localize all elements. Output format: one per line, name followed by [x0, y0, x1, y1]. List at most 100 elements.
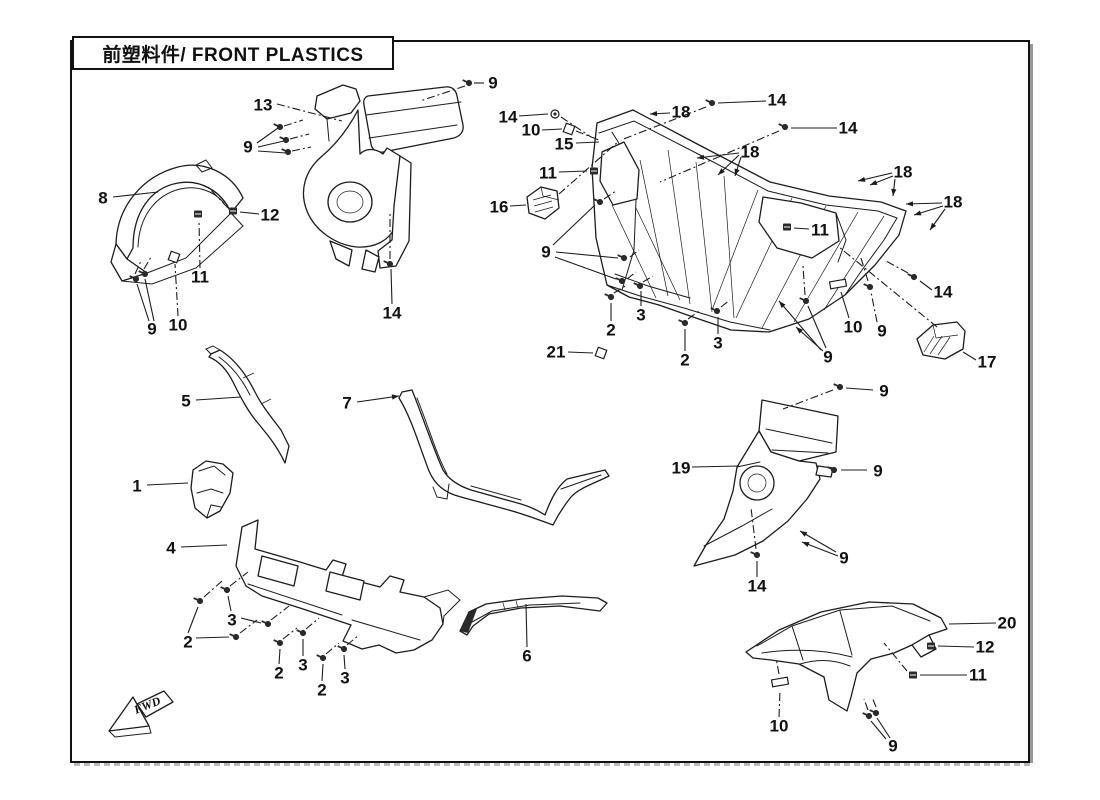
callout-label-5: 5	[181, 392, 190, 411]
leader-line	[575, 141, 600, 144]
screw-icon	[633, 282, 644, 290]
leader-line	[419, 85, 466, 102]
leader-line	[962, 351, 977, 361]
callout-label-14: 14	[748, 577, 767, 596]
callout-label-12: 12	[261, 206, 280, 225]
screw-icon	[273, 123, 284, 131]
screw-icon	[273, 639, 284, 647]
screw-icon	[710, 307, 721, 315]
border-shadow-right	[1030, 44, 1033, 763]
page-title: 前塑料件/ FRONT PLASTICS	[102, 44, 364, 66]
leader-line	[112, 191, 159, 198]
leader-line	[720, 299, 731, 308]
leader-line	[321, 663, 324, 682]
callout-label-6: 6	[522, 647, 531, 666]
screw-icon	[316, 654, 327, 662]
part-4-drawing	[235, 519, 461, 654]
leader-line	[146, 482, 189, 486]
callout-label-8: 8	[98, 189, 107, 208]
screw-icon	[750, 551, 761, 559]
callout-label-9: 9	[879, 382, 888, 401]
part-16-drawing	[526, 186, 560, 220]
screw-icon	[193, 597, 204, 605]
leader-line	[642, 275, 654, 283]
callout-label-2: 2	[274, 664, 283, 683]
callout-label-12: 12	[976, 638, 995, 657]
leader-line	[207, 186, 229, 209]
screw-icon	[617, 254, 628, 262]
callout-label-14: 14	[383, 304, 402, 323]
callout-label-3: 3	[298, 656, 307, 675]
callout-label-11: 11	[969, 666, 987, 685]
leader-line	[558, 170, 588, 173]
leader-line	[919, 280, 933, 291]
title-box: 前塑料件/ FRONT PLASTICS	[72, 36, 394, 70]
part-7-drawing	[398, 389, 610, 526]
callout-label-14: 14	[839, 119, 858, 138]
leader-arrowhead	[800, 531, 808, 537]
screw-icon	[138, 270, 149, 278]
leader-line	[278, 648, 281, 665]
leader-line	[283, 119, 304, 127]
callout-label-2: 2	[183, 633, 192, 652]
callout-label-2: 2	[680, 351, 689, 370]
rect-icon	[828, 278, 848, 290]
callout-label-3: 3	[227, 611, 236, 630]
part-13-drawing	[302, 84, 464, 273]
leader-line	[343, 654, 346, 670]
leader-line	[552, 204, 596, 246]
nut-icon	[550, 109, 560, 119]
screw-icon	[462, 79, 473, 87]
leader-line	[282, 627, 298, 640]
screw-icon	[279, 136, 290, 144]
callout-label-18: 18	[741, 143, 760, 162]
clip-icon	[590, 167, 598, 175]
leader-line	[195, 396, 242, 401]
callout-label-9: 9	[873, 462, 882, 481]
leader-arrowhead	[734, 168, 740, 176]
leader-line	[239, 211, 260, 215]
border-shadow-bottom	[74, 763, 1030, 766]
callout-label-2: 2	[606, 321, 615, 340]
callout-label-16: 16	[490, 198, 509, 217]
callout-label-13: 13	[254, 96, 273, 115]
diamond-icon	[594, 346, 608, 360]
callout-label-11: 11	[811, 221, 829, 240]
part-8-drawing	[110, 159, 244, 285]
leader-line	[870, 720, 887, 740]
leader-line	[883, 642, 908, 672]
leader-line	[696, 152, 740, 159]
front-fascia-grille-drawing	[591, 109, 907, 333]
callout-label-15: 15	[555, 135, 574, 154]
clip-icon	[229, 207, 237, 215]
leader-line	[691, 465, 740, 468]
leader-line	[626, 271, 637, 280]
callout-label-9: 9	[877, 322, 886, 341]
screw-icon	[337, 645, 348, 653]
leader-arrowhead	[906, 201, 914, 207]
leader-line	[518, 113, 549, 117]
callout-label-1: 1	[132, 477, 141, 496]
leader-line	[240, 617, 262, 624]
leader-line	[567, 351, 594, 354]
leader-line	[136, 283, 150, 322]
leader-line	[603, 190, 617, 200]
leader-line	[554, 256, 617, 280]
screw-icon	[383, 260, 394, 268]
screw-icon	[869, 709, 880, 717]
leader-line	[555, 251, 619, 259]
screw-icon	[615, 277, 626, 285]
leader-line	[356, 395, 400, 403]
leader-arrowhead	[914, 210, 922, 216]
leader-line	[885, 260, 909, 274]
callout-label-4: 4	[166, 539, 176, 558]
callout-label-9: 9	[888, 737, 897, 756]
leader-line	[144, 278, 155, 322]
screw-icon	[220, 586, 231, 594]
screw-icon	[678, 319, 689, 327]
screw-icon	[827, 466, 838, 474]
leader-line	[659, 130, 780, 183]
leader-line	[802, 265, 806, 296]
